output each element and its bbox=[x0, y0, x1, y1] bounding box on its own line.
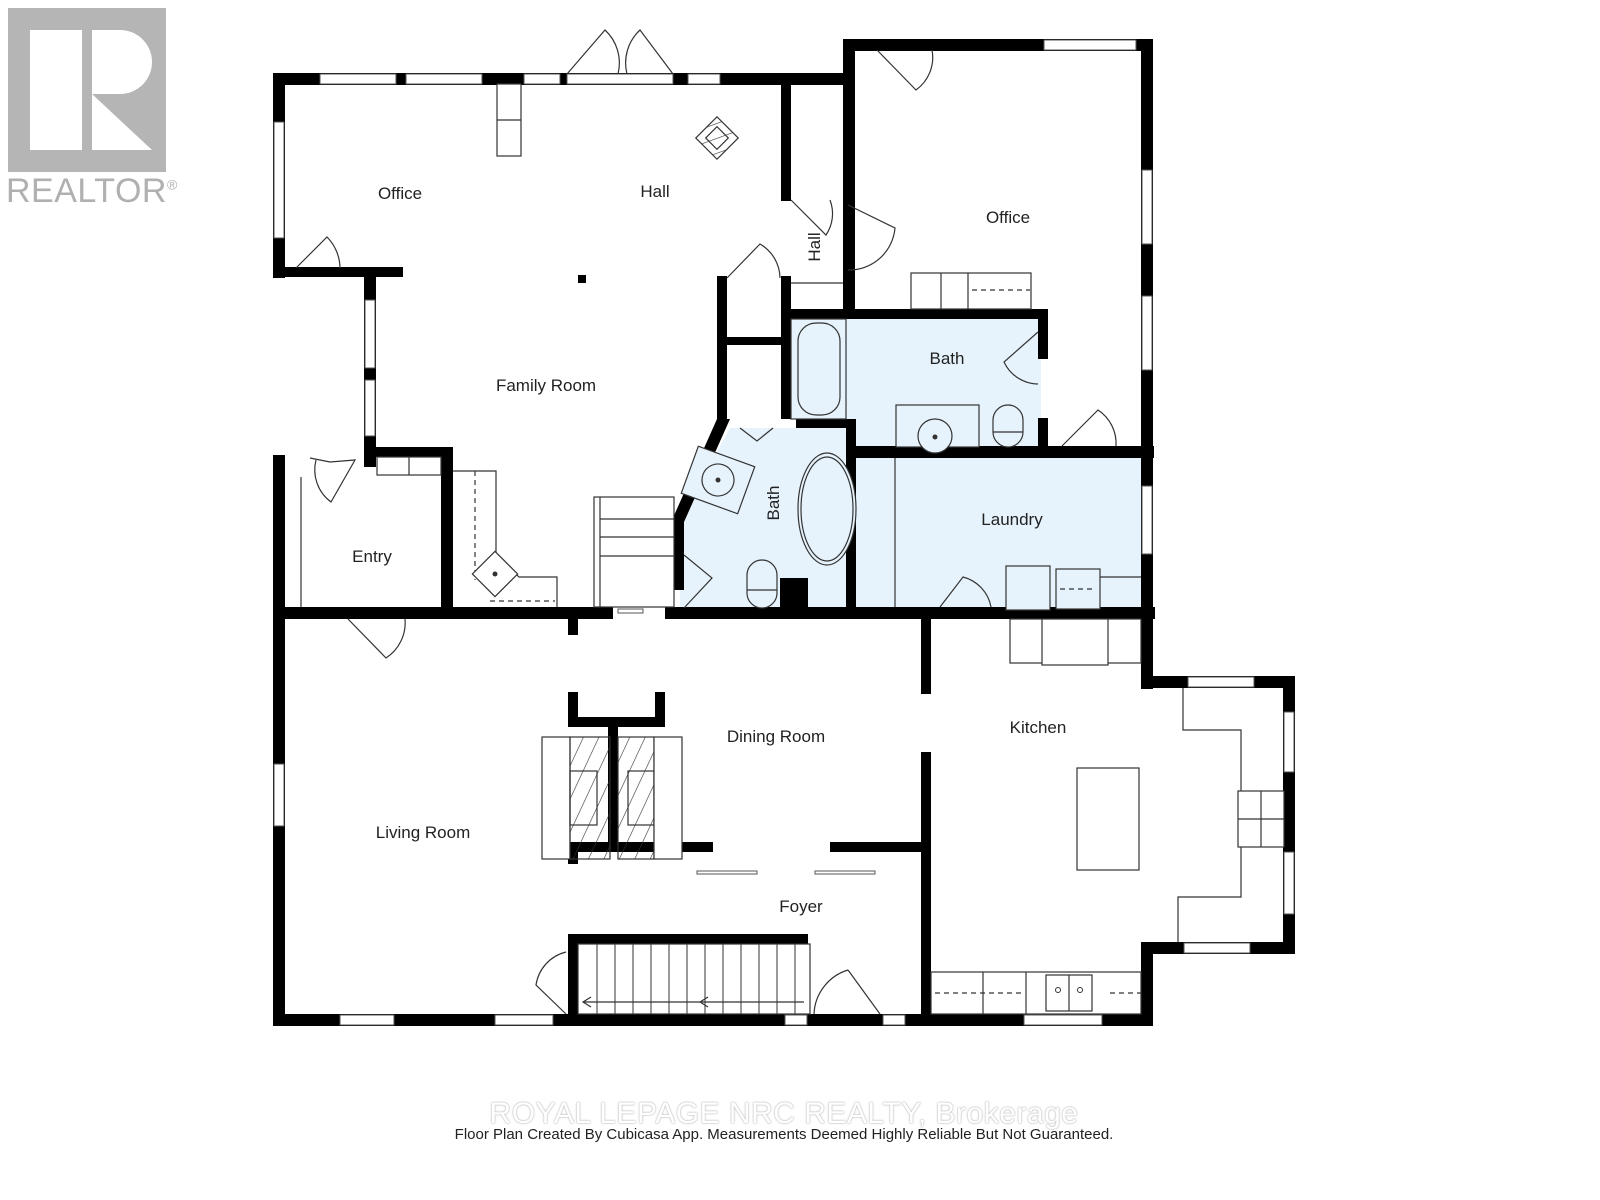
french-door-left[interactable] bbox=[566, 29, 620, 75]
toilet bbox=[992, 404, 1024, 448]
office-lower-door[interactable] bbox=[1061, 409, 1117, 447]
window bbox=[1141, 169, 1153, 245]
realtor-logo-icon bbox=[8, 8, 166, 172]
bath-upper-door[interactable] bbox=[1003, 331, 1039, 385]
main-stairs[interactable] bbox=[577, 943, 811, 1015]
realtor-r-glyph-icon bbox=[30, 30, 152, 150]
hall-closet-door[interactable] bbox=[790, 199, 834, 236]
window bbox=[494, 1014, 554, 1026]
window bbox=[1043, 39, 1137, 51]
stairs[interactable] bbox=[593, 496, 675, 608]
realtor-logo-text: REALTOR® bbox=[6, 172, 178, 211]
window bbox=[1283, 711, 1295, 773]
window bbox=[1023, 1014, 1103, 1026]
brokerage-watermark: ROYAL LEPAGE NRC REALTY, Brokerage bbox=[489, 1097, 1079, 1130]
window bbox=[882, 1014, 906, 1026]
room-label-bath-lower: Bath bbox=[764, 486, 783, 521]
window bbox=[319, 73, 397, 85]
room-label-kitchen: Kitchen bbox=[1010, 718, 1067, 737]
office-door[interactable] bbox=[295, 236, 341, 269]
window bbox=[1187, 676, 1255, 688]
realtor-brand-text: REALTOR bbox=[6, 172, 167, 210]
window bbox=[364, 299, 376, 369]
windows bbox=[273, 39, 1295, 1026]
kitchen-island bbox=[1076, 767, 1140, 871]
window bbox=[339, 1014, 395, 1026]
window bbox=[273, 763, 285, 827]
room-label-office-left: Office bbox=[378, 184, 422, 203]
window bbox=[1141, 295, 1153, 371]
living-room-door[interactable] bbox=[347, 618, 406, 659]
laundry-door[interactable] bbox=[939, 576, 992, 608]
bathtub bbox=[797, 322, 841, 416]
window bbox=[405, 73, 483, 85]
room-label-living-room: Living Room bbox=[376, 823, 471, 842]
hearth-right bbox=[653, 736, 683, 860]
doors[interactable] bbox=[295, 29, 1117, 1015]
floor-plan-disclaimer: Floor Plan Created By Cubicasa App. Meas… bbox=[454, 1126, 1114, 1143]
right-counter bbox=[1177, 688, 1242, 942]
wet-room-fills bbox=[680, 318, 1142, 608]
room-label-entry: Entry bbox=[352, 547, 392, 566]
fireplace-left-icon bbox=[569, 736, 611, 860]
office-right-door[interactable] bbox=[876, 49, 934, 91]
window bbox=[364, 379, 376, 437]
corner-vanity bbox=[680, 445, 756, 515]
room-label-hall-small: Hall bbox=[805, 232, 824, 261]
hearth-left bbox=[541, 736, 571, 860]
window bbox=[1283, 851, 1295, 915]
window bbox=[1183, 942, 1251, 954]
window bbox=[523, 73, 561, 85]
toilet bbox=[746, 559, 778, 609]
french-door-opening bbox=[566, 73, 674, 85]
entry-door[interactable] bbox=[309, 457, 357, 503]
room-label-bath-upper: Bath bbox=[930, 349, 965, 368]
stair-door[interactable] bbox=[535, 951, 567, 1015]
window bbox=[273, 121, 285, 239]
bath-lower-side-door[interactable] bbox=[683, 554, 713, 609]
washer bbox=[1005, 565, 1051, 611]
stair-arrow-icon bbox=[581, 996, 804, 1008]
room-label-hall-top: Hall bbox=[640, 182, 669, 201]
fireplace-icon bbox=[694, 115, 740, 161]
column bbox=[578, 275, 586, 283]
desk bbox=[910, 272, 1032, 310]
fixtures bbox=[300, 83, 1285, 1015]
room-label-laundry: Laundry bbox=[981, 510, 1043, 529]
room-label-office-right: Office bbox=[986, 208, 1030, 227]
window bbox=[784, 1014, 808, 1026]
bar-sink bbox=[471, 550, 519, 598]
room-label-foyer: Foyer bbox=[779, 897, 823, 916]
closet-door[interactable] bbox=[726, 243, 781, 279]
room-label-dining-room: Dining Room bbox=[727, 727, 825, 746]
fireplace-right-icon bbox=[617, 736, 655, 860]
room-label-family-room: Family Room bbox=[496, 376, 596, 395]
window bbox=[1141, 485, 1153, 555]
window bbox=[687, 73, 721, 85]
room-labels: Office Hall Hall Office Family Room Bath… bbox=[352, 182, 1066, 916]
registered-mark: ® bbox=[166, 176, 178, 193]
bath-lower-top-door[interactable] bbox=[739, 427, 774, 442]
office-side-door[interactable] bbox=[847, 204, 896, 271]
foyer-door[interactable] bbox=[813, 969, 881, 1015]
range bbox=[1041, 618, 1109, 666]
french-door-right[interactable] bbox=[625, 29, 674, 75]
